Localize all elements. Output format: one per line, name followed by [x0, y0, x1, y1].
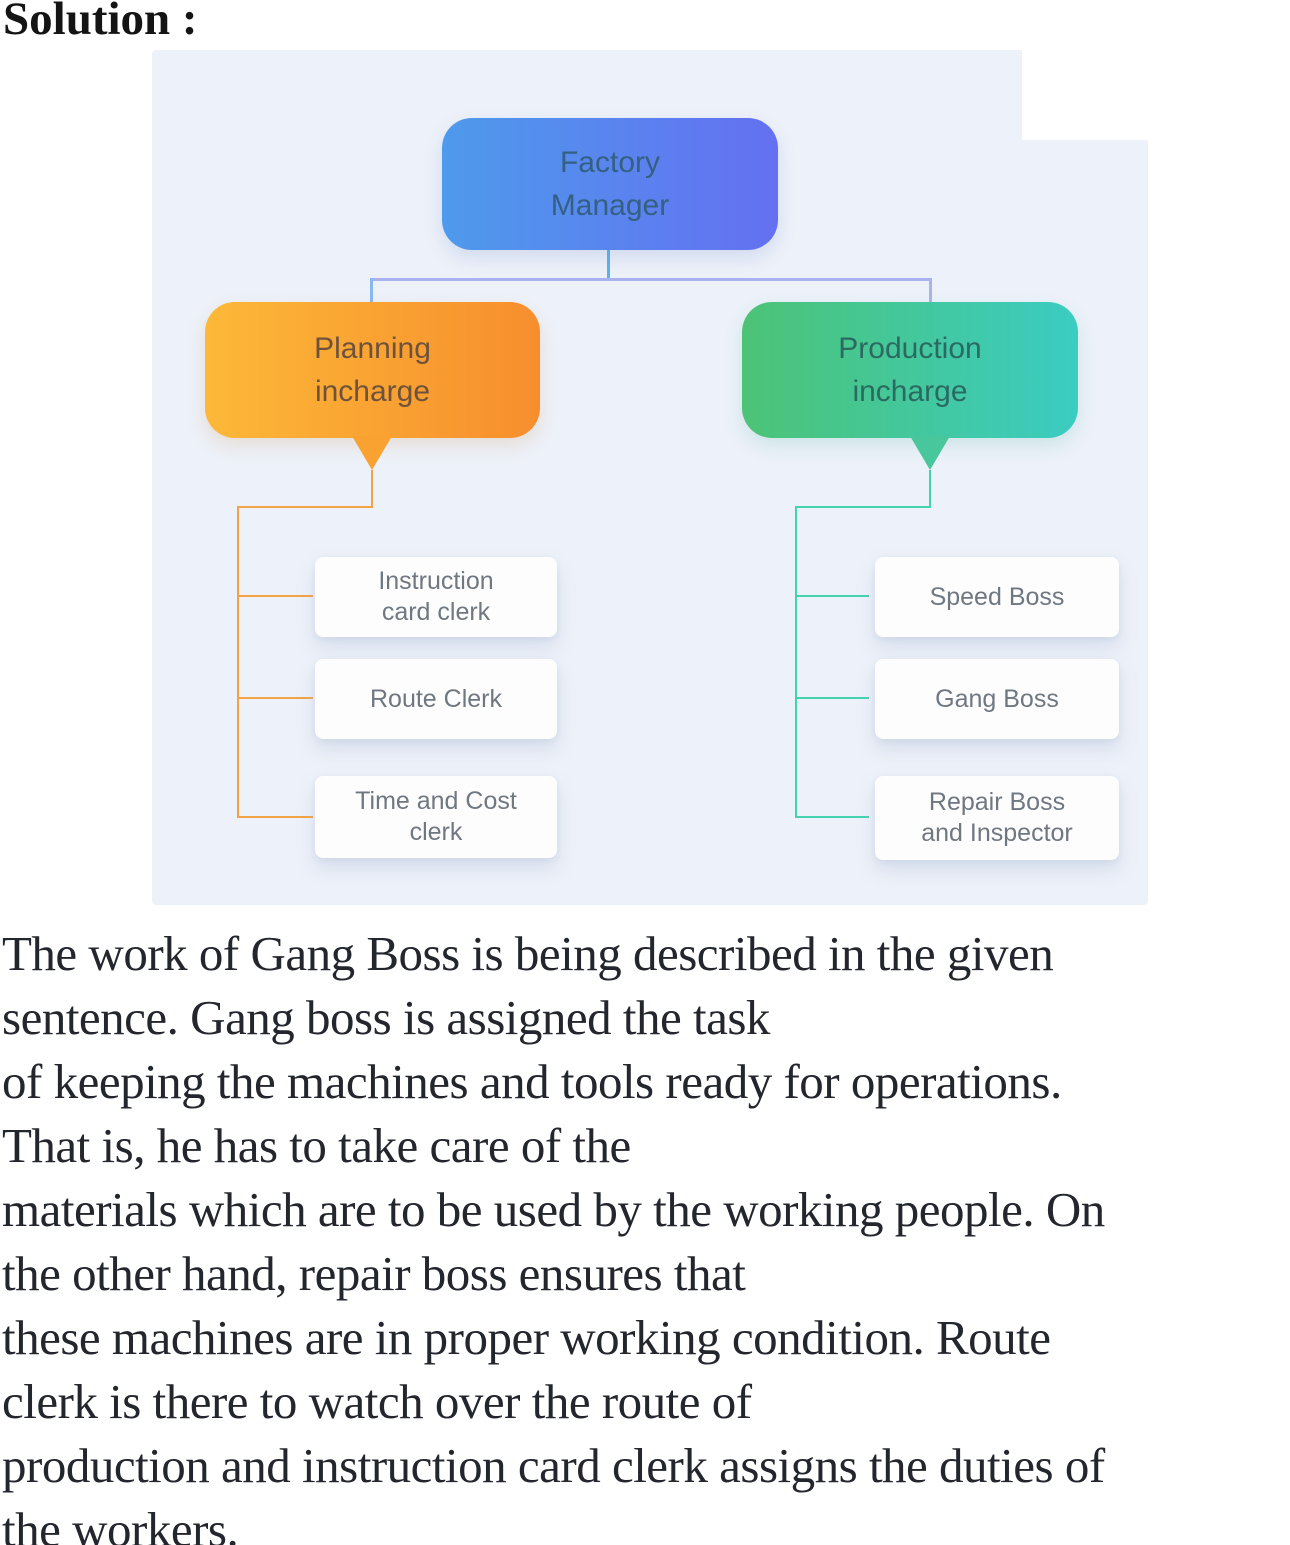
node-route-clerk-label: Route Clerk — [370, 684, 502, 713]
node-speed-boss-label: Speed Boss — [929, 582, 1065, 611]
connector-drop-production — [929, 278, 932, 304]
node-gang-boss: Gang Boss — [875, 659, 1119, 739]
solution-text-line: these machines are in proper working con… — [2, 1310, 1051, 1365]
connector-production-elbow — [795, 506, 931, 508]
node-time-and-cost-clerk: Time and Cost clerk — [315, 776, 557, 858]
panel-notch — [1022, 50, 1148, 140]
node-gang-boss-label: Gang Boss — [935, 684, 1059, 713]
solution-text-line: the workers. — [2, 1502, 239, 1545]
solution-text-line: That is, he has to take care of the — [2, 1118, 631, 1173]
solution-text: The work of Gang Boss is being described… — [2, 922, 1290, 1545]
solution-text-line: materials which are to be used by the wo… — [2, 1182, 1105, 1237]
connector-branch-speed-boss — [795, 595, 869, 597]
connector-production-tail-line — [929, 470, 931, 508]
solution-text-line: production and instruction card clerk as… — [2, 1438, 1105, 1493]
node-factory-manager: Factory Manager — [442, 118, 778, 250]
planning-bubble-tail — [352, 436, 392, 470]
connector-branch-route-clerk — [237, 697, 313, 699]
node-time-and-cost-clerk-label: Time and Cost clerk — [355, 787, 517, 846]
node-planning-incharge-label: Planning incharge — [314, 332, 431, 408]
production-bubble-tail — [910, 436, 950, 470]
node-repair-boss-and-inspector: Repair Boss and Inspector — [875, 776, 1119, 860]
node-planning-incharge: Planning incharge — [205, 302, 540, 470]
solution-text-line: sentence. Gang boss is assigned the task — [2, 990, 770, 1045]
connector-top-horizontal — [370, 278, 932, 281]
node-speed-boss: Speed Boss — [875, 557, 1119, 637]
solution-text-line: clerk is there to watch over the route o… — [2, 1374, 752, 1429]
page-title: Solution : — [3, 0, 198, 45]
solution-text-line: the other hand, repair boss ensures that — [2, 1246, 746, 1301]
node-production-incharge-label: Production incharge — [838, 332, 982, 408]
connector-production-spine — [795, 506, 797, 818]
node-production-incharge: Production incharge — [742, 302, 1078, 470]
node-route-clerk: Route Clerk — [315, 659, 557, 739]
node-instruction-card-clerk-label: Instruction card clerk — [378, 567, 494, 626]
node-factory-manager-label: Factory Manager — [550, 146, 670, 222]
connector-drop-planning — [370, 278, 373, 304]
node-instruction-card-clerk: Instruction card clerk — [315, 557, 557, 637]
connector-branch-gang-boss — [795, 697, 869, 699]
connector-branch-instruction-card-clerk — [237, 595, 313, 597]
connector-planning-tail-line — [371, 470, 373, 508]
connector-branch-repair-boss — [795, 816, 869, 818]
node-repair-boss-and-inspector-label: Repair Boss and Inspector — [921, 788, 1073, 847]
solution-text-line: The work of Gang Boss is being described… — [2, 926, 1054, 981]
solution-text-line: of keeping the machines and tools ready … — [2, 1054, 1062, 1109]
connector-root-stub — [607, 250, 610, 279]
diagram-panel: Factory Manager Planning incharge Produc… — [152, 50, 1148, 905]
connector-planning-spine — [237, 506, 239, 818]
connector-planning-elbow — [237, 506, 373, 508]
connector-branch-time-cost-clerk — [237, 816, 313, 818]
